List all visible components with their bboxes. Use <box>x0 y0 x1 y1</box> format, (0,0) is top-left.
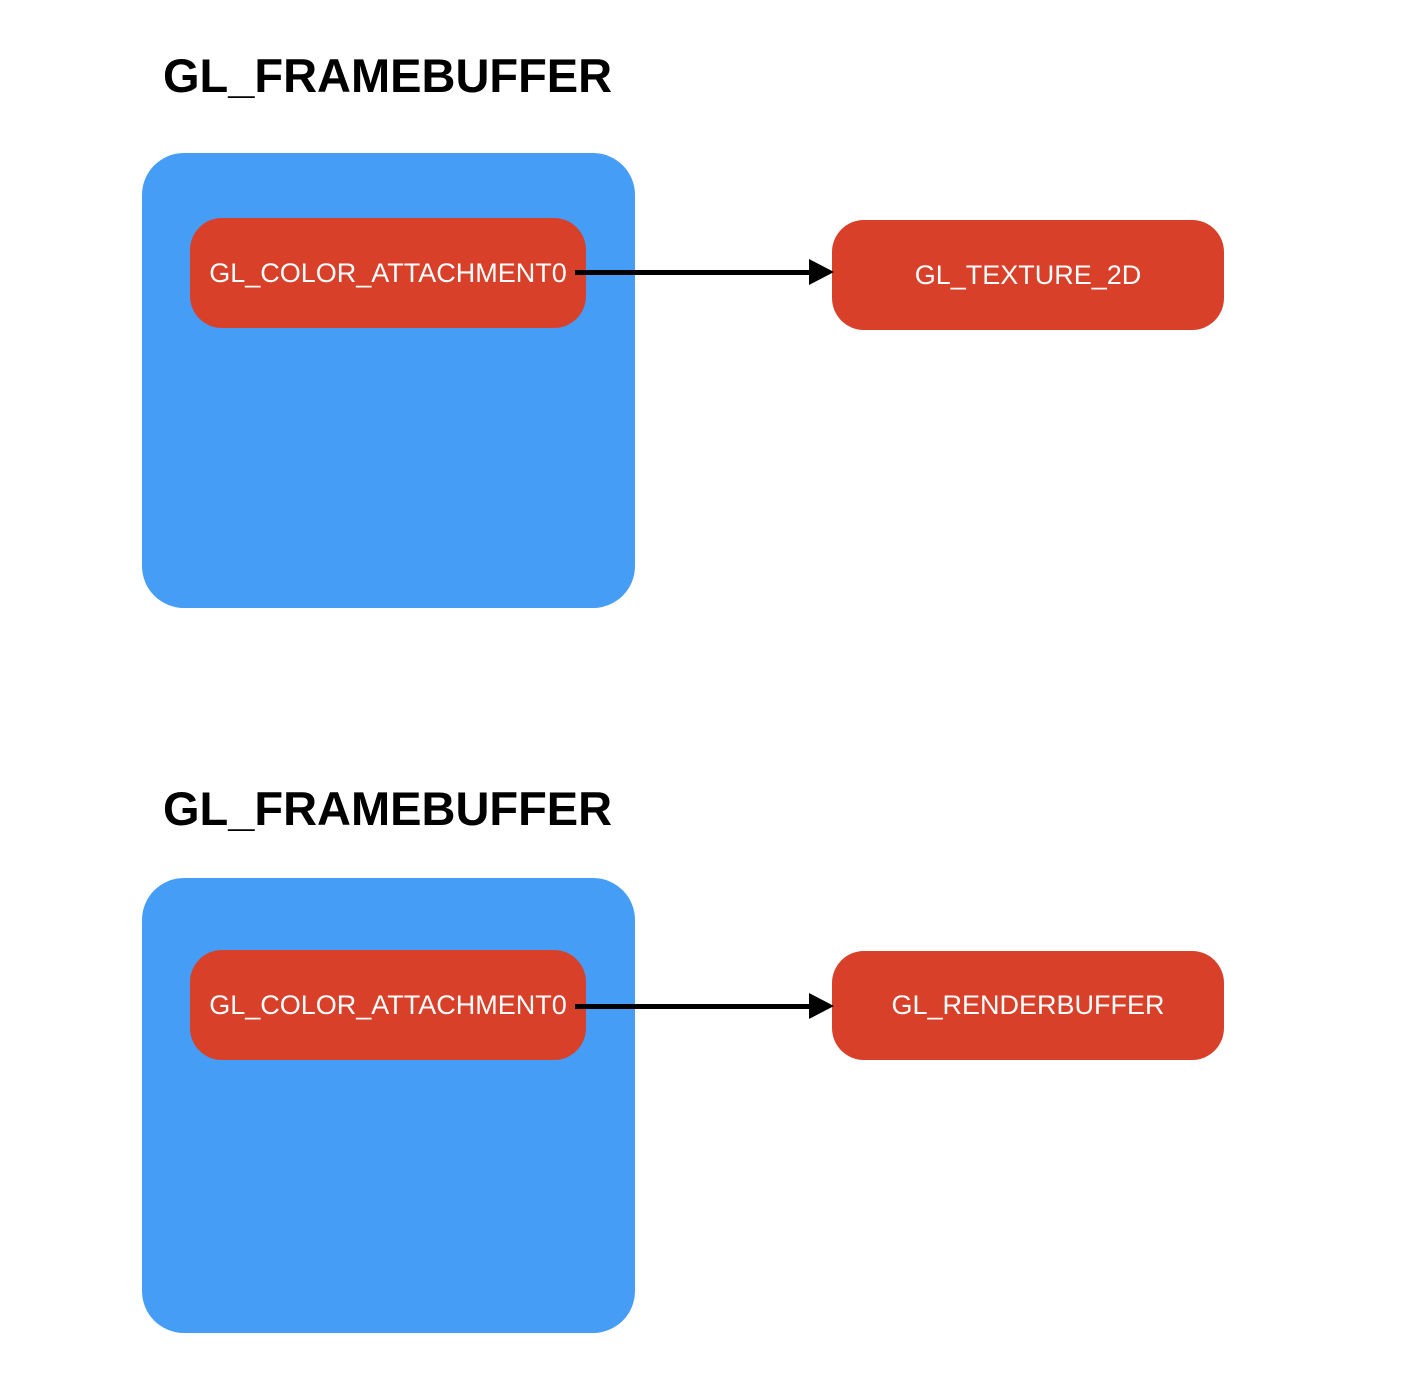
arrow-line-1 <box>575 270 811 275</box>
renderbuffer-node: GL_RENDERBUFFER <box>832 951 1224 1060</box>
framebuffer-title-2: GL_FRAMEBUFFER <box>163 782 613 835</box>
arrow-head-icon-2 <box>809 993 834 1019</box>
renderbuffer-label: GL_RENDERBUFFER <box>891 990 1165 1020</box>
texture-2d-label: GL_TEXTURE_2D <box>914 259 1142 290</box>
arrow-line-2 <box>575 1004 811 1009</box>
color-attachment-node-2: GL_COLOR_ATTACHMENT0 <box>190 950 586 1060</box>
framebuffer-container-2 <box>142 878 635 1333</box>
color-attachment-node-1: GL_COLOR_ATTACHMENT0 <box>190 218 586 328</box>
arrow-head-icon-1 <box>809 259 834 285</box>
texture-2d-node: GL_TEXTURE_2D <box>832 220 1224 330</box>
color-attachment-label-1: GL_COLOR_ATTACHMENT0 <box>209 257 567 288</box>
color-attachment-label-2: GL_COLOR_ATTACHMENT0 <box>209 989 567 1020</box>
framebuffer-title-1: GL_FRAMEBUFFER <box>163 49 613 102</box>
